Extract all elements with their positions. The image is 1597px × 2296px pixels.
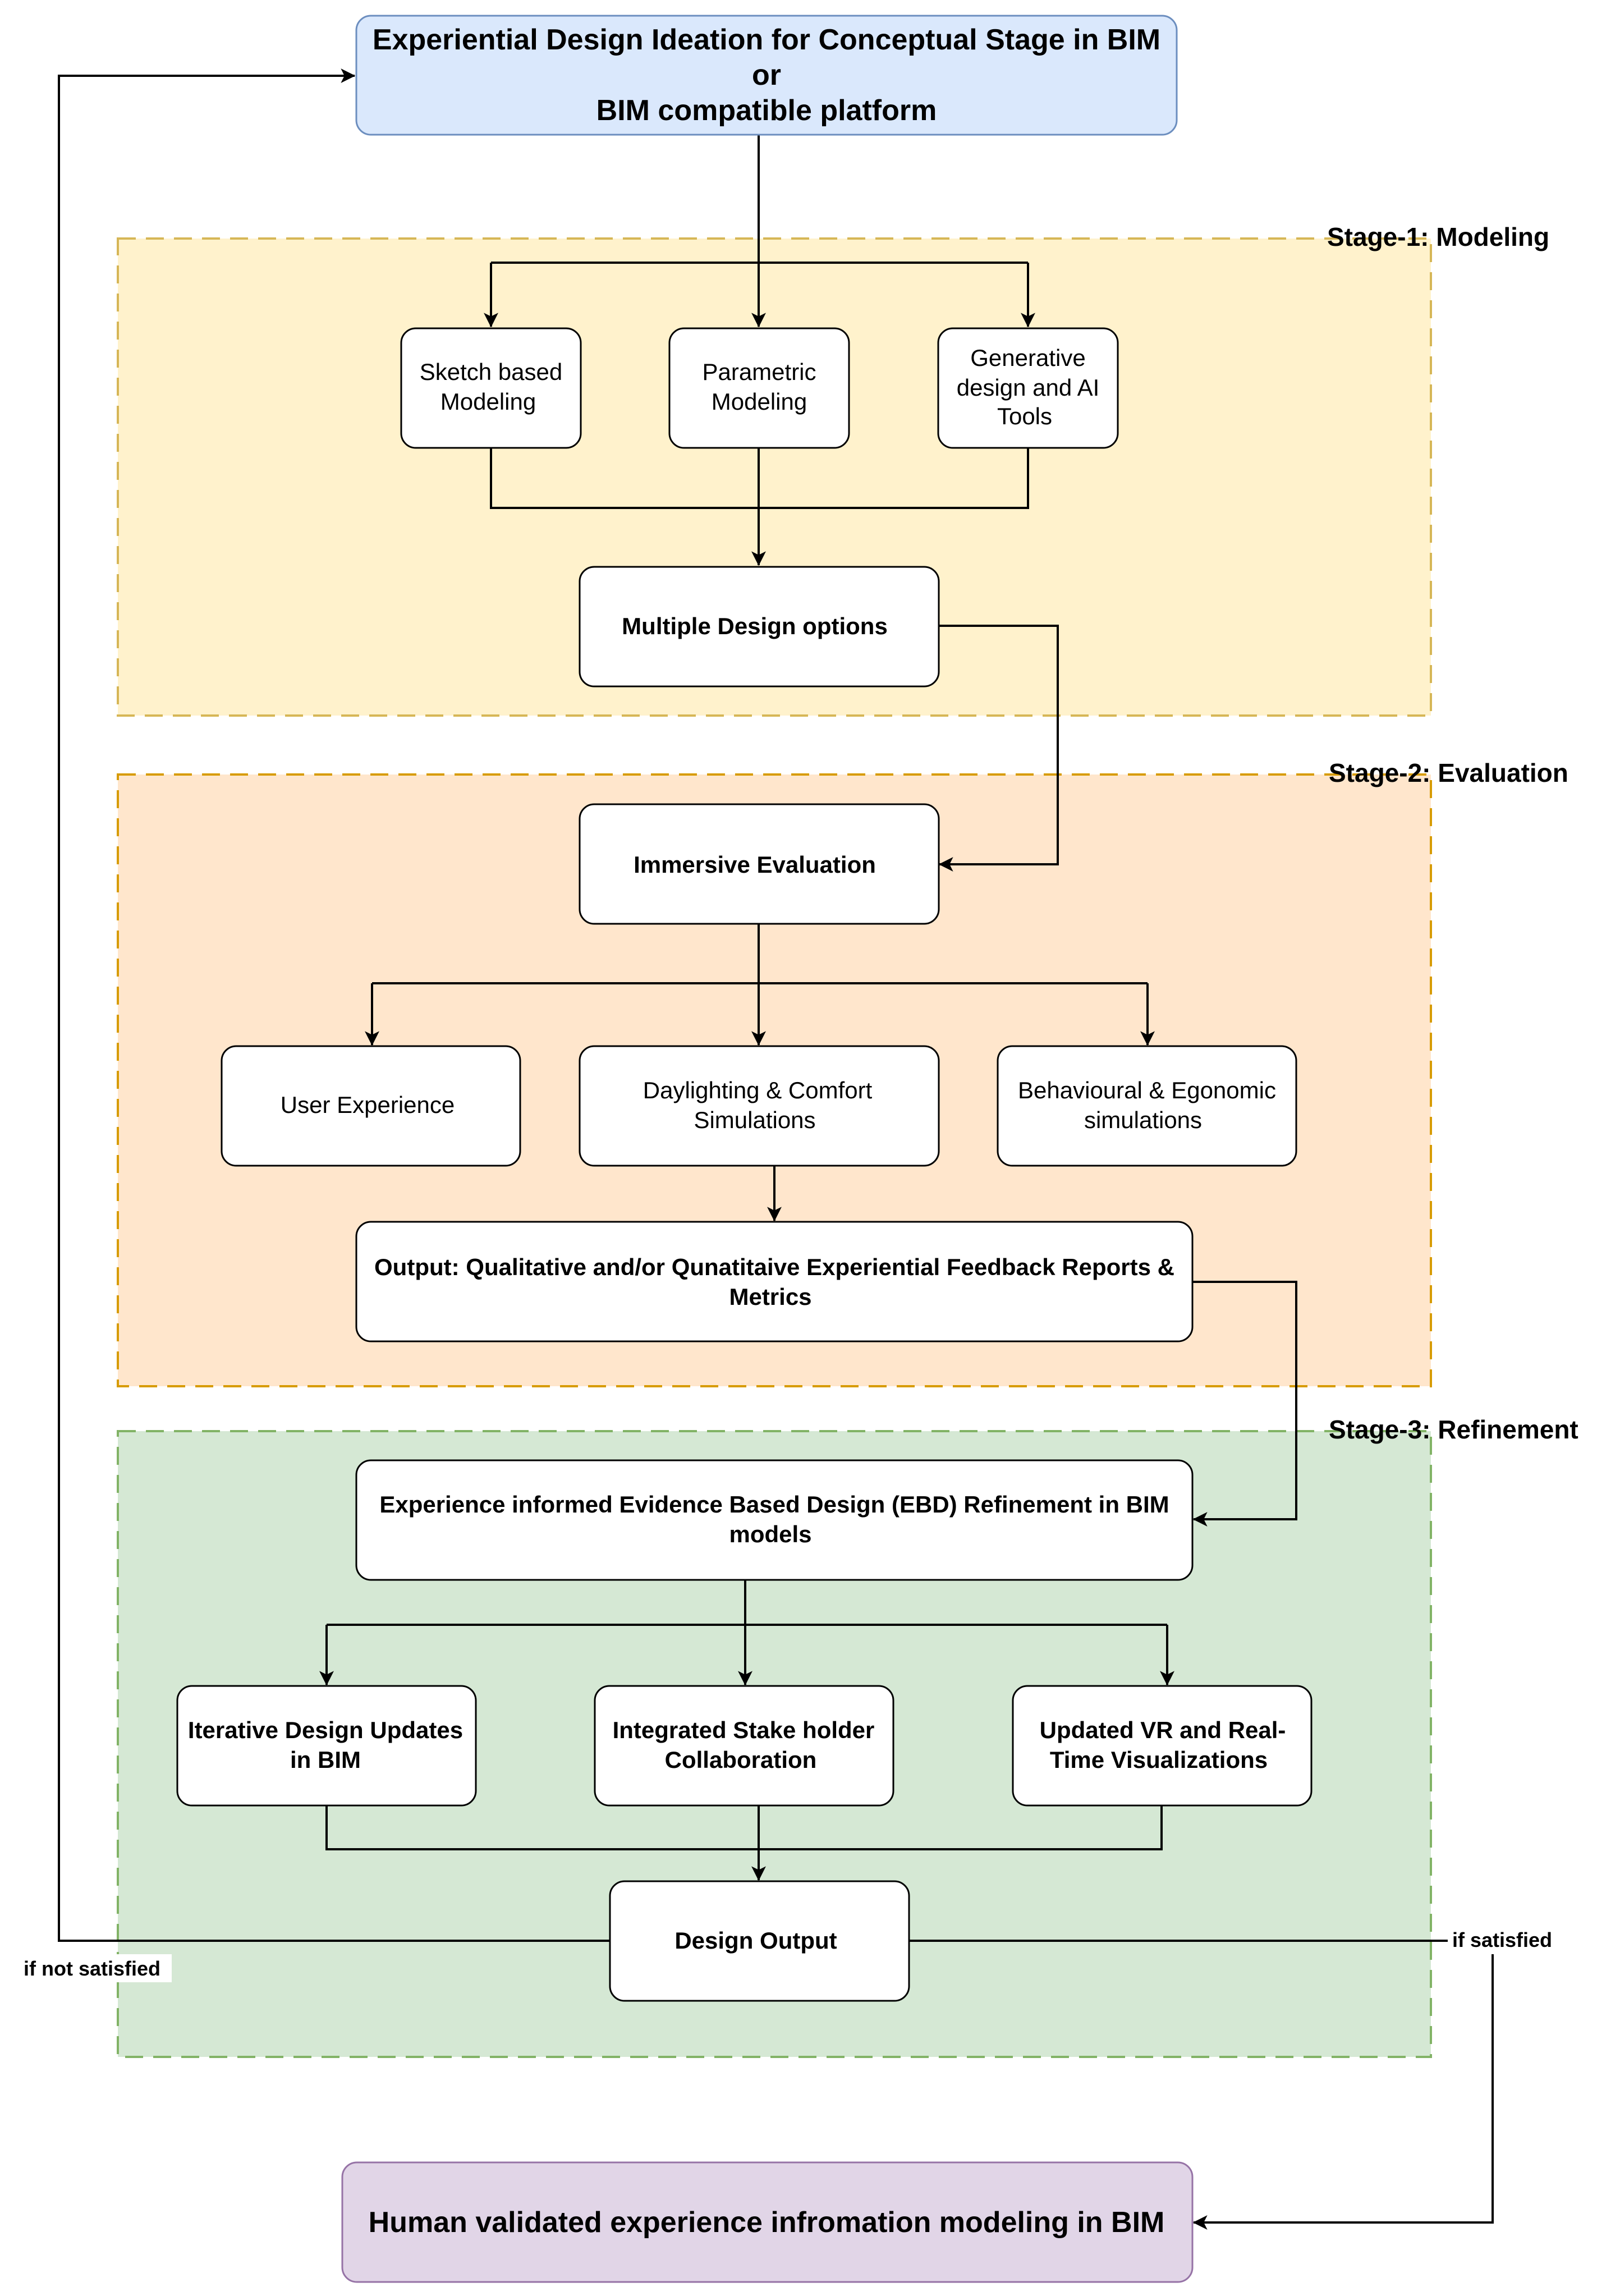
sketch-line2: Modeling bbox=[440, 388, 536, 415]
multiple-design-options-box bbox=[579, 566, 940, 688]
user-experience-box bbox=[221, 1045, 521, 1167]
stage2-label: Stage-2: Evaluation bbox=[1329, 758, 1568, 787]
stakeholder-line2: Collaboration bbox=[665, 1747, 817, 1773]
parametric-line1: Parametric bbox=[702, 359, 816, 385]
title-line3: BIM compatible platform bbox=[596, 94, 937, 127]
vr-visualization-box bbox=[1012, 1685, 1313, 1807]
iterative-design-box bbox=[176, 1685, 477, 1807]
generative-line1: Generative bbox=[970, 345, 1085, 371]
arrow-feedback-loop bbox=[58, 68, 610, 1942]
stakeholder-collaboration-box bbox=[594, 1685, 894, 1807]
sketch-line1: Sketch based bbox=[420, 359, 563, 385]
title-line2: or bbox=[752, 59, 781, 91]
immersive-evaluation-box bbox=[579, 803, 940, 925]
connector-refine-merge bbox=[325, 1804, 1163, 1850]
design-output-label: Design Output bbox=[674, 1927, 837, 1954]
parametric-line2: Modeling bbox=[712, 388, 807, 415]
behavioural-line1: Behavioural & Egonomic bbox=[1018, 1077, 1276, 1103]
stakeholder-line1: Integrated Stake holder bbox=[613, 1717, 875, 1743]
stage3-label: Stage-3: Refinement bbox=[1329, 1415, 1578, 1444]
title-line1: Experiential Design Ideation for Concept… bbox=[373, 24, 1160, 56]
ebd-line2: models bbox=[729, 1521, 811, 1547]
generative-line3: Tools bbox=[997, 403, 1052, 429]
daylighting-line1: Daylighting & Comfort bbox=[643, 1077, 873, 1103]
satisfied-label: if satisfied bbox=[1452, 1928, 1552, 1951]
arrow-options-to-immersive bbox=[938, 625, 1059, 872]
satisfied-label-bg bbox=[1448, 1926, 1560, 1954]
final-label: Human validated experience infromation m… bbox=[369, 2206, 1165, 2239]
arrow-to-final bbox=[1192, 1953, 1494, 2230]
ebd-line1: Experience informed Evidence Based Desig… bbox=[379, 1491, 1169, 1518]
ebd-refinement-box bbox=[355, 1459, 1194, 1581]
generative-line2: design and AI bbox=[957, 374, 1100, 401]
vr-line1: Updated VR and Real- bbox=[1040, 1717, 1286, 1743]
output-feedback-box bbox=[355, 1221, 1194, 1342]
iterative-line1: Iterative Design Updates bbox=[188, 1717, 463, 1743]
design-output-box bbox=[609, 1880, 910, 2002]
daylighting-line2: Simulations bbox=[694, 1107, 815, 1133]
sketch-modeling-box bbox=[400, 327, 582, 449]
options-label: Multiple Design options bbox=[622, 613, 888, 639]
immersive-label: Immersive Evaluation bbox=[634, 851, 876, 878]
output-line2: Metrics bbox=[729, 1284, 811, 1310]
title-box bbox=[355, 15, 1178, 136]
vr-line2: Time Visualizations bbox=[1050, 1747, 1268, 1773]
behavioural-ergonomic-box bbox=[997, 1045, 1297, 1167]
output-line1: Output: Qualitative and/or Qunatitaive E… bbox=[374, 1254, 1174, 1280]
stage1-label: Stage-1: Modeling bbox=[1327, 222, 1549, 251]
behavioural-line2: simulations bbox=[1084, 1107, 1202, 1133]
user-experience-label: User Experience bbox=[281, 1092, 455, 1118]
parametric-modeling-box bbox=[668, 327, 850, 449]
not-satisfied-label-bg bbox=[20, 1954, 172, 1982]
arrow-output-to-ebd bbox=[1192, 1281, 1297, 1527]
iterative-line2: in BIM bbox=[290, 1747, 361, 1773]
generative-design-box bbox=[937, 327, 1119, 449]
final-validation-box bbox=[341, 2161, 1194, 2283]
daylighting-comfort-box bbox=[579, 1045, 940, 1167]
not-satisfied-label: if not satisfied bbox=[24, 1957, 160, 1980]
